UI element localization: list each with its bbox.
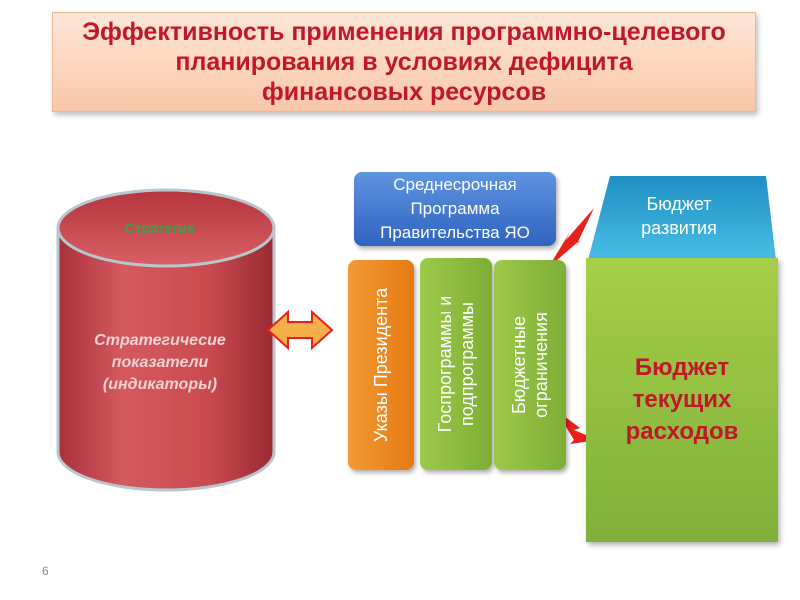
- double-arrow-icon: [266, 309, 334, 351]
- page-number: 6: [42, 564, 49, 578]
- strategy-indicators: Стратегичесие показатели (индикаторы): [70, 330, 250, 396]
- strategy-indicator-line-2: показатели: [111, 354, 209, 371]
- budget-current-line-1: Бюджет: [634, 354, 730, 381]
- budget-current-box: [586, 258, 778, 542]
- title-line-3: финансовых ресурсов: [261, 78, 547, 106]
- state-programs-box: Госпрограммы и подпрограммы: [420, 258, 492, 470]
- state-programs-label: Госпрограммы и подпрограммы: [434, 296, 478, 433]
- budget-current-line-3: расходов: [625, 418, 739, 445]
- budget-development-shape: [588, 176, 776, 260]
- title-line-1: Эффективность применения программно-целе…: [82, 18, 726, 46]
- budget-current-label: Бюджет текущих расходов: [586, 352, 778, 448]
- presidential-decrees-line-1: Указы Президента: [371, 287, 391, 443]
- budget-development-label: Бюджет развития: [590, 192, 768, 240]
- budget-constraints-label: Бюджетные ограничения: [508, 312, 552, 418]
- strategy-cylinder: [56, 188, 276, 492]
- state-programs-line-1: Госпрограммы и: [435, 295, 455, 433]
- title-box: Эффективность применения программно-целе…: [52, 12, 756, 112]
- presidential-decrees-label: Указы Президента: [370, 288, 392, 442]
- budget-constraints-box: Бюджетные ограничения: [494, 260, 566, 470]
- strategy-label: Стратегия: [124, 220, 196, 236]
- strategy-indicator-line-3: (индикаторы): [102, 376, 218, 393]
- budget-current-line-2: текущих: [632, 386, 732, 413]
- program-line-2: Программа: [410, 199, 500, 218]
- budget-constraints-line-2: ограничения: [531, 312, 551, 418]
- budget-development-line-2: развития: [641, 218, 717, 238]
- lightning-top-icon: [548, 208, 594, 268]
- program-line-1: Среднесрочная: [393, 175, 517, 194]
- lightning-bottom-icon: [556, 410, 598, 444]
- program-box: Среднесрочная Программа Правительства ЯО: [354, 172, 556, 246]
- state-programs-line-2: подпрограммы: [457, 302, 477, 426]
- title-line-2: планирования в условиях дефицита: [175, 48, 633, 76]
- program-line-3: Правительства ЯО: [380, 223, 530, 242]
- strategy-indicator-line-1: Стратегичесие: [94, 332, 226, 349]
- budget-development-line-1: Бюджет: [646, 194, 712, 214]
- budget-constraints-line-1: Бюджетные: [509, 315, 529, 415]
- presidential-decrees-box: Указы Президента: [348, 260, 414, 470]
